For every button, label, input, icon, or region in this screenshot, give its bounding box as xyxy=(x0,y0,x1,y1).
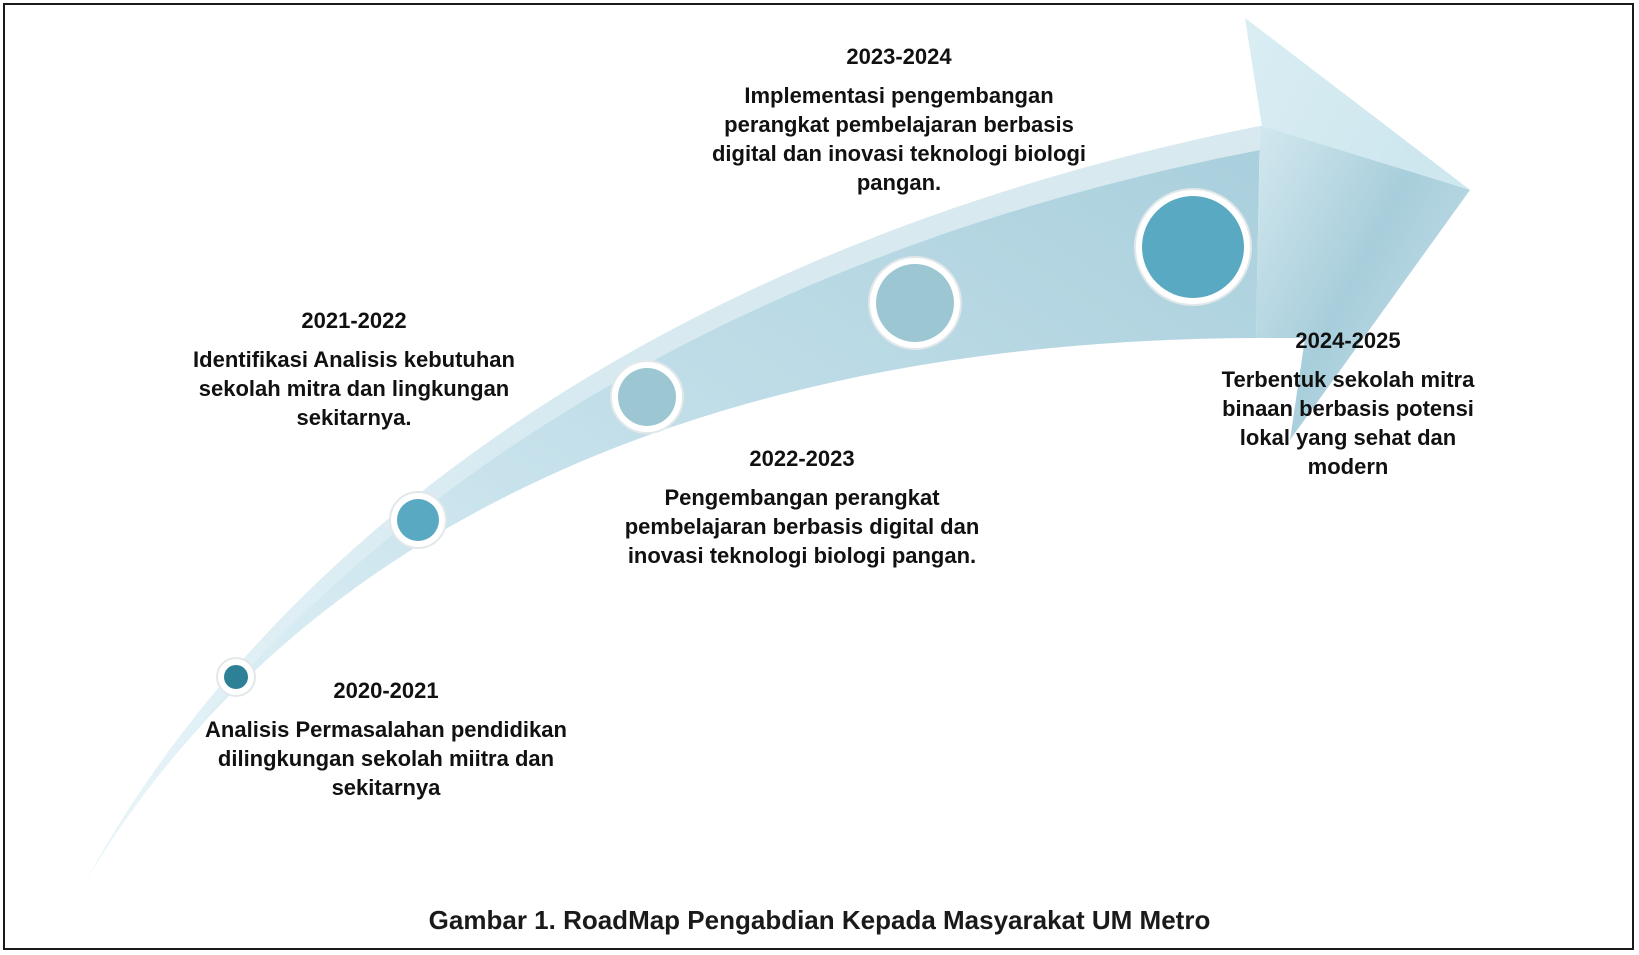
milestone-dot-4 xyxy=(868,256,962,350)
milestone-dot-2 xyxy=(389,491,447,549)
milestone-dot-3 xyxy=(610,360,684,434)
milestone-label-2020: 2020-2021 Analisis Permasalahan pendidik… xyxy=(186,676,586,802)
milestone-text: Implementasi pengembangan perangkat pemb… xyxy=(711,83,1086,195)
arrow-body xyxy=(84,126,1260,884)
milestone-year: 2020-2021 xyxy=(333,678,439,703)
milestone-dot-5 xyxy=(1134,188,1252,306)
milestone-year: 2022-2023 xyxy=(749,446,855,471)
milestone-label-2024: 2024-2025 Terbentuk sekolah mitra binaan… xyxy=(1205,326,1491,481)
figure-caption: Gambar 1. RoadMap Pengabdian Kepada Masy… xyxy=(428,905,1211,935)
milestone-label-2023: 2023-2024 Implementasi pengembangan pera… xyxy=(695,42,1103,197)
arrow-head-facet xyxy=(1245,18,1470,190)
milestone-text: Analisis Permasalahan pendidikan dilingk… xyxy=(205,717,567,800)
milestone-year: 2023-2024 xyxy=(846,44,952,69)
milestone-text: Terbentuk sekolah mitra binaan berbasis … xyxy=(1221,367,1475,479)
milestone-dot-1 xyxy=(216,657,256,697)
milestone-year: 2024-2025 xyxy=(1295,328,1401,353)
milestone-label-2021: 2021-2022 Identifikasi Analisis kebutuha… xyxy=(180,306,528,432)
milestone-text: Identifikasi Analisis kebutuhan sekolah … xyxy=(193,347,515,430)
milestone-label-2022: 2022-2023 Pengembangan perangkat pembela… xyxy=(612,444,992,570)
milestone-text: Pengembangan perangkat pembelajaran berb… xyxy=(624,485,980,568)
milestone-year: 2021-2022 xyxy=(301,308,407,333)
